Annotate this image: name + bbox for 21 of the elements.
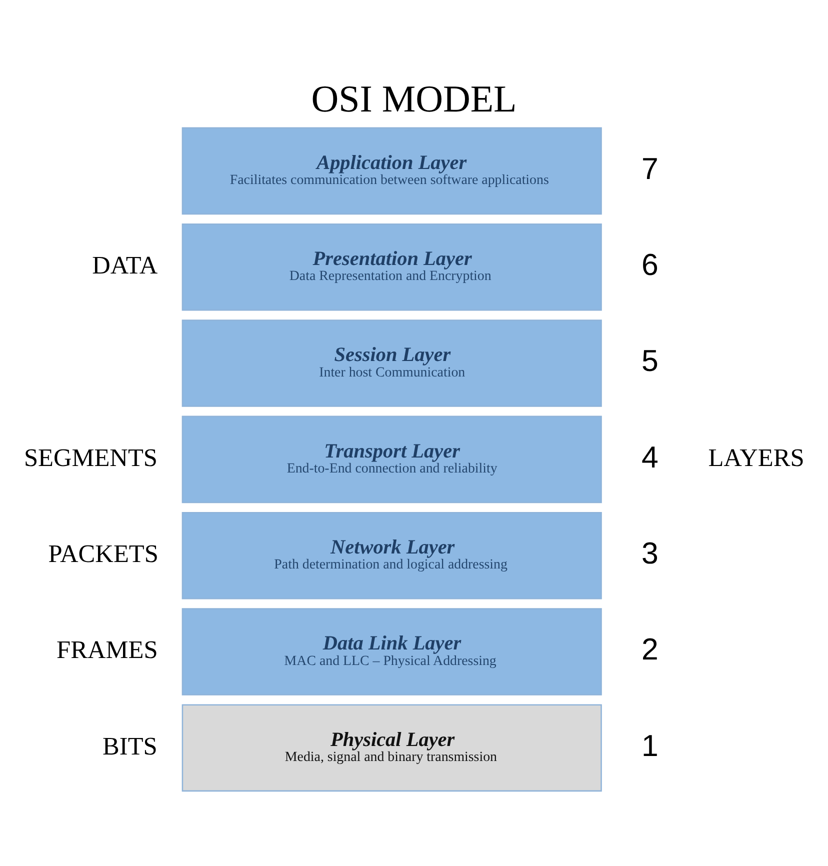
node-label: 4 bbox=[642, 440, 658, 474]
node-box: Physical Layer Media, signal and binary transmission bbox=[182, 704, 602, 792]
node-box: Network Layer Path determination and logical addressing bbox=[182, 511, 602, 599]
node-label: 3 bbox=[642, 536, 658, 570]
node-box: Session Layer Inter host Communication bbox=[182, 319, 602, 406]
label: SEGMENTS bbox=[24, 443, 158, 472]
node-label: 1 bbox=[642, 729, 658, 762]
diagram-title: OSI MODEL bbox=[311, 78, 517, 120]
node-box: Transport Layer End-to-End connection and reliability bbox=[182, 415, 602, 503]
node-label: 5 bbox=[642, 344, 658, 378]
label: FRAMES bbox=[56, 636, 158, 664]
node-box: Data Link Layer MAC and LLC – Physical Addressing bbox=[182, 608, 602, 695]
node-label: 7 bbox=[642, 152, 658, 186]
label: PACKETS bbox=[48, 539, 158, 568]
node-box: Application Layer Facilitates communication between software applications bbox=[182, 126, 602, 214]
label: BITS bbox=[102, 732, 158, 760]
node-box: Presentation Layer Data Representation and Encryption bbox=[182, 222, 602, 310]
node-label: 6 bbox=[642, 248, 658, 282]
node-label: 2 bbox=[642, 633, 658, 666]
label: LAYERS bbox=[708, 443, 804, 472]
label: DATA bbox=[92, 250, 158, 279]
